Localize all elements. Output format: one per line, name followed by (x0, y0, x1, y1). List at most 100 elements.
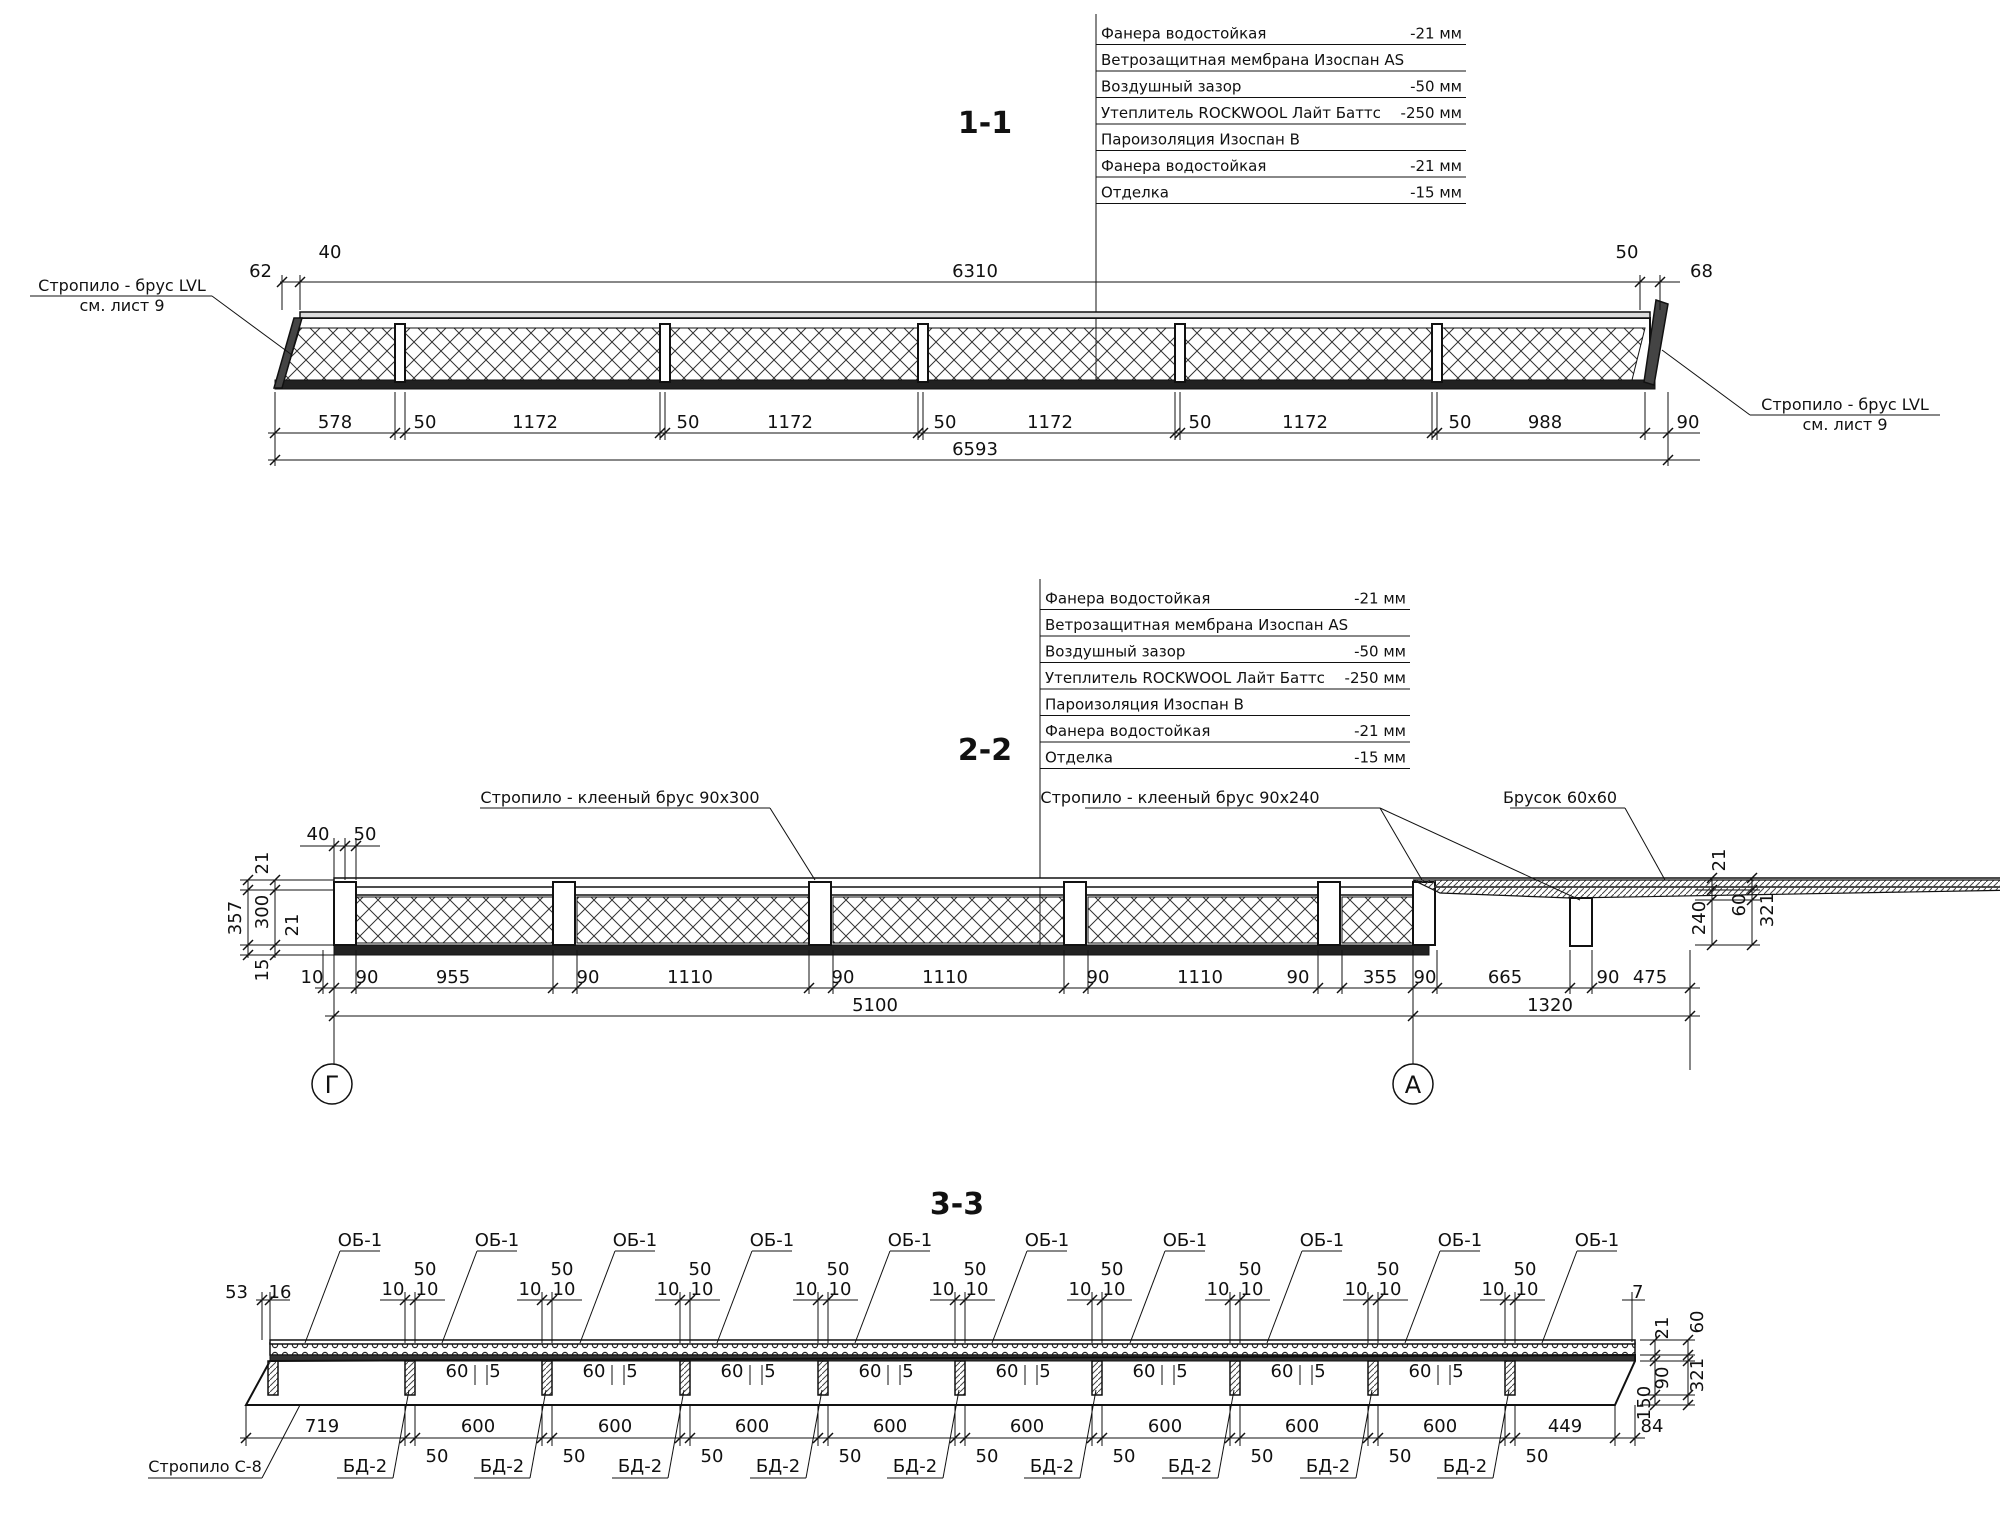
dim-text: 5 (1452, 1361, 1463, 1382)
dimension-tick (1499, 1432, 1511, 1444)
dimension-tick (1682, 1334, 1694, 1346)
dim-text: 21 (1652, 1317, 1673, 1340)
dim-text: 50 (976, 1446, 999, 1467)
label-leader (1624, 807, 1666, 881)
dimension-tick (269, 884, 281, 896)
bottom-finish-1-1 (274, 379, 1656, 390)
dimension-tick (1564, 982, 1576, 994)
rafter-lvl (1174, 323, 1186, 383)
dim-text: 50 (1377, 1259, 1400, 1280)
dim-text: 5100 (852, 995, 898, 1016)
dim-text: 355 (1363, 967, 1397, 988)
block-bd2 (541, 1360, 553, 1396)
axis-bubble (311, 1063, 353, 1105)
label-bd-2: БД-2 (1168, 1456, 1212, 1477)
dim-text: 10 (1345, 1279, 1368, 1300)
label-leader (991, 1250, 1028, 1344)
layer-name: Отделка (1101, 184, 1169, 202)
insulation-bay (1436, 327, 1646, 381)
label-leader (261, 1404, 301, 1479)
label-rafter-90x300: Стропило - клееный брус 90х300 (480, 788, 759, 807)
top-ob-layer (269, 1342, 1636, 1356)
dimension-tick (1312, 982, 1324, 994)
insulation-bay (1341, 896, 1414, 944)
dimension-tick (1684, 982, 1696, 994)
label-bd-2: БД-2 (893, 1456, 937, 1477)
layer-thickness: -50 мм (1410, 78, 1462, 96)
insulation-bay (664, 327, 919, 381)
dim-text: 1172 (1027, 412, 1073, 433)
rafter-lvl (917, 323, 929, 383)
dimension-tick (276, 276, 288, 288)
dim-text: 60 (859, 1361, 882, 1382)
layer-thickness: -50 мм (1354, 643, 1406, 661)
dimension-tick (1372, 1432, 1384, 1444)
label-leader (1379, 807, 1581, 901)
dimension-tick (1509, 1432, 1521, 1444)
block-bd2 (1229, 1360, 1241, 1396)
dimension-tick (1746, 872, 1758, 884)
axis-bubble (1392, 1063, 1434, 1105)
label-leader (1217, 1389, 1235, 1479)
dim-text: 357 (225, 901, 246, 935)
layer-name: Воздушный зазор (1045, 643, 1185, 661)
dim-text: 10 (553, 1279, 576, 1300)
label-ob-1: ОБ-1 (475, 1230, 519, 1251)
dim-text: 321 (1687, 1358, 1708, 1392)
dim-text: 719 (305, 1416, 339, 1437)
dimension-tick (1684, 1010, 1696, 1022)
dim-text: 50 (701, 1446, 724, 1467)
dimension-tick (328, 982, 340, 994)
insulation-bay (354, 896, 554, 944)
label-ob-1: ОБ-1 (1025, 1230, 1069, 1251)
dim-text: 60 (1409, 1361, 1432, 1382)
dimension-tick (684, 1432, 696, 1444)
dim-text: 1110 (667, 967, 713, 988)
dim-text: 60 (721, 1361, 744, 1382)
dim-text: 50 (1449, 412, 1472, 433)
dimension-tick (399, 427, 411, 439)
label-leader (529, 1389, 547, 1479)
dim-text: 10 (1069, 1279, 1092, 1300)
dimension-tick (1509, 1294, 1521, 1306)
dim-text: 1110 (1177, 967, 1223, 988)
dimension-tick (959, 1432, 971, 1444)
layer-thickness: -15 мм (1354, 749, 1406, 767)
dim-text: 90 (577, 967, 600, 988)
dimension-tick (1372, 1294, 1384, 1306)
dim-text: 600 (1285, 1416, 1319, 1437)
dim-text: 1110 (922, 967, 968, 988)
dimension-tick (1082, 982, 1094, 994)
dimension-tick (654, 427, 666, 439)
axis-label: Г (325, 1071, 340, 1099)
glued-rafter (1317, 881, 1341, 946)
dim-text: 50 (677, 412, 700, 433)
dim-text: 90 (1677, 412, 1700, 433)
dim-text: 16 (269, 1282, 292, 1303)
layer-thickness: -250 мм (1345, 669, 1406, 687)
label-leader (1355, 1389, 1373, 1479)
dim-text: 600 (598, 1416, 632, 1437)
dim-text: 578 (318, 412, 352, 433)
dimension-tick (1706, 884, 1718, 896)
dimension-tick (1586, 982, 1598, 994)
insulation-bay (576, 896, 810, 944)
dim-text: 90 (1414, 967, 1437, 988)
dimension-tick (1431, 427, 1443, 439)
dim-text: 10 (657, 1279, 680, 1300)
dimension-tick (1431, 982, 1443, 994)
dimension-tick (399, 1432, 411, 1444)
dimension-tick (571, 982, 583, 994)
dim-text: 60 (1271, 1361, 1294, 1382)
insulation-bay (922, 327, 1176, 381)
dim-text: 10 (416, 1279, 439, 1300)
label-leader (1129, 1250, 1166, 1344)
dim-text: 600 (1010, 1416, 1044, 1437)
dim-text: 5 (902, 1361, 913, 1382)
dim-text: 1172 (767, 412, 813, 433)
dimension-tick (269, 874, 281, 886)
dimension-tick (1234, 1432, 1246, 1444)
dim-text: 90 (1087, 967, 1110, 988)
label-rafter-lvl-right: Стропило - брус LVL (1761, 395, 1929, 414)
